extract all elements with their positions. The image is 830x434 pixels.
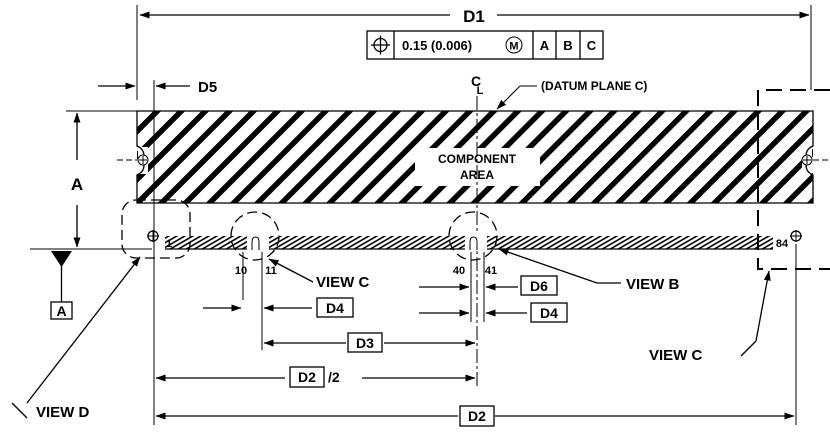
view-b-label: VIEW B (626, 276, 680, 293)
view-c-right-callout: VIEW C (649, 270, 771, 364)
dimension-d1: D1 (136, 5, 812, 100)
max-material-condition-icon: M (505, 36, 523, 54)
component-body: COMPONENT AREA (117, 110, 830, 204)
d4-left-label: D4 (326, 300, 344, 316)
pin-11-label: 11 (265, 265, 277, 277)
datum-ref-a: A (540, 38, 550, 53)
datum-plane-c-callout: (DATUM PLANE C) (496, 79, 647, 110)
view-c-callout: VIEW C (268, 258, 370, 291)
view-d-callout: VIEW D (11, 256, 141, 421)
d2-half-suffix: /2 (328, 369, 340, 385)
pin-40-label: 40 (453, 265, 465, 277)
dimension-d2-half: D2 /2 (153, 260, 476, 425)
pin-10-label: 10 (235, 265, 247, 277)
centerline-l: L (477, 85, 484, 97)
dimension-d3: D3 (263, 332, 476, 353)
d2-label: D2 (468, 408, 486, 424)
dimension-a: A (30, 110, 152, 250)
d2-half-box-label: D2 (298, 369, 316, 385)
position-tolerance-icon (371, 35, 390, 55)
datum-ref-c: C (587, 38, 597, 53)
centerline-symbol: C L (471, 73, 484, 97)
pin-1-label: 1 (166, 238, 172, 250)
mmc-letter: M (509, 41, 518, 53)
alignment-hole-right-icon (801, 154, 813, 166)
datum-a-label: A (56, 303, 66, 319)
d1-label: D1 (463, 7, 485, 26)
feature-control-frame: 0.15 (0.006) M A B C (366, 30, 604, 60)
dimension-d2: D2 (155, 244, 797, 427)
d6-label: D6 (530, 278, 548, 294)
d5-label: D5 (198, 79, 217, 96)
d3-label: D3 (356, 335, 374, 351)
datum-ref-b: B (563, 38, 572, 53)
d4-right-label: D4 (540, 305, 558, 321)
pin-84-label: 84 (776, 238, 789, 250)
fiducial-right-icon (790, 230, 802, 242)
pin-41-label: 41 (485, 265, 497, 277)
view-c-detail-circle: 10 11 (230, 211, 280, 350)
view-c-right-label: VIEW C (649, 347, 703, 364)
dimension-d6: D6 (419, 275, 558, 296)
view-b-detail-circle: 40 41 (448, 211, 498, 322)
view-c-right-detail-box (757, 89, 830, 270)
fiducial-left-icon (147, 230, 159, 242)
centerline-c: C (471, 73, 481, 89)
alignment-hole-left-icon (137, 154, 149, 166)
dimension-d4-left: D4 (203, 297, 354, 318)
dimension-d4-right: D4 (419, 302, 568, 323)
view-d-label: VIEW D (36, 404, 90, 421)
view-c-label: VIEW C (316, 274, 370, 291)
a-label: A (71, 175, 83, 194)
datum-plane-label: (DATUM PLANE C) (541, 79, 647, 93)
datum-a-symbol: A (50, 251, 73, 320)
tolerance-value: 0.15 (0.006) (402, 38, 472, 53)
view-d-detail-box (121, 199, 191, 259)
view-b-callout: VIEW B (498, 248, 680, 293)
